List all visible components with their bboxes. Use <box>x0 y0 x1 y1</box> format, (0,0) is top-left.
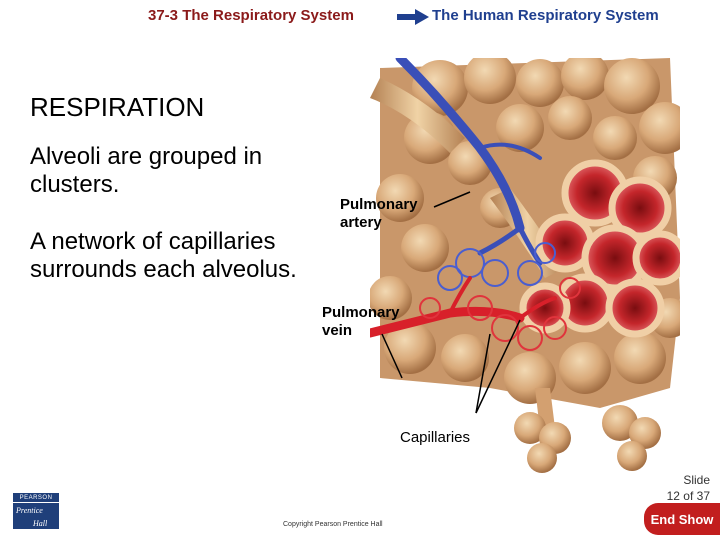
section-title: 37-3 The Respiratory System <box>148 7 354 24</box>
alveoli-text: Alveoli are grouped in clusters. <box>30 143 330 199</box>
label-line: Pulmonary <box>322 304 400 322</box>
arrow-right-icon <box>397 9 429 25</box>
logo-text: Prentice <box>13 506 59 516</box>
pearson-logo: PEARSON Prentice Hall <box>13 493 59 529</box>
copyright-text: Copyright Pearson Prentice Hall <box>283 521 383 528</box>
header-bar: 37-3 The Respiratory System The Human Re… <box>0 0 720 34</box>
pulmonary-vein-label: Pulmonary vein <box>322 304 400 340</box>
slide-label: Slide <box>667 472 710 488</box>
topic-title: The Human Respiratory System <box>432 7 659 24</box>
logo-text: PEARSON <box>13 493 59 503</box>
slide-heading: RESPIRATION <box>30 92 204 123</box>
label-line: vein <box>322 322 400 340</box>
slide-number: 12 of 37 <box>667 488 710 504</box>
logo-text: Hall <box>13 519 59 529</box>
label-line: artery <box>340 214 418 232</box>
end-show-button[interactable]: End Show <box>644 503 720 535</box>
alveoli-illustration <box>370 58 680 478</box>
slide-counter: Slide 12 of 37 <box>667 472 710 504</box>
capillaries-label: Capillaries <box>400 429 470 447</box>
label-line: Pulmonary <box>340 196 418 214</box>
capillaries-text: A network of capillaries surrounds each … <box>30 228 350 284</box>
pulmonary-artery-label: Pulmonary artery <box>340 196 418 232</box>
